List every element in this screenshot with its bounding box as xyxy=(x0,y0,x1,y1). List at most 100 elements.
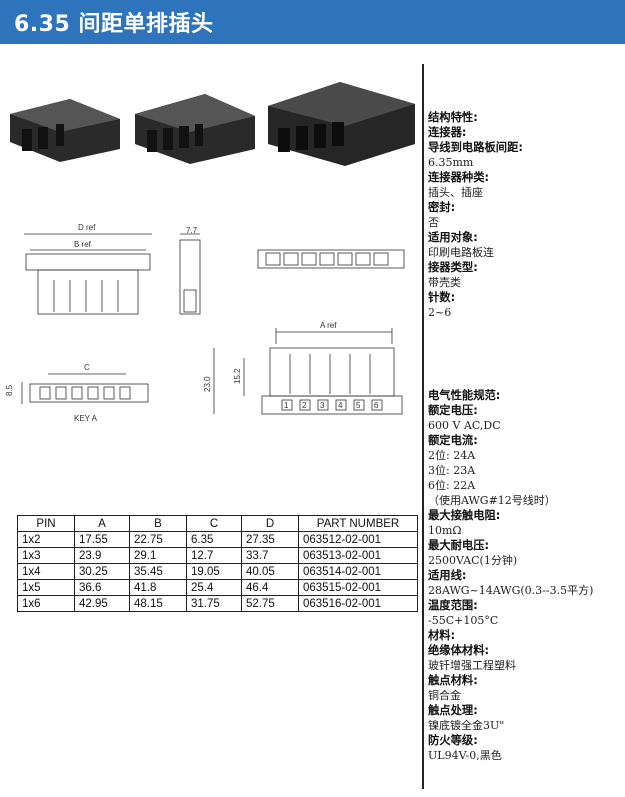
table-row: 1x4 30.25 35.45 19.05 40.05 063514-02-00… xyxy=(17,563,418,580)
spec-label: 适用对象: xyxy=(428,231,478,244)
table-header-row: PIN A B C D PART NUMBER xyxy=(17,515,418,532)
pin-number: 1 xyxy=(284,401,289,410)
spec-value: 3位: 23A xyxy=(428,464,476,477)
dim-230-label: 23.0 xyxy=(203,376,212,392)
col-header-pin: PIN xyxy=(17,515,75,532)
b-ref-label: B ref xyxy=(74,240,92,249)
table-row: 1x6 42.95 48.15 31.75 52.75 063516-02-00… xyxy=(17,595,418,612)
col-header-d: D xyxy=(241,515,299,532)
spec-value: 6位: 22A xyxy=(428,479,476,492)
spec-value: 玻钎增强工程塑料 xyxy=(428,659,516,672)
col-header-b: B xyxy=(129,515,187,532)
spec-label: 触点处理: xyxy=(428,704,478,717)
spec-value: UL94V-0,黑色 xyxy=(428,749,502,762)
main-front-drawing xyxy=(213,328,403,415)
spec-value: 镍底镀全金3U" xyxy=(428,719,505,732)
cell-c: 12.7 xyxy=(186,547,242,564)
cell-pin: 1x5 xyxy=(17,579,75,596)
structural-specs: 结构特性: 连接器: 导线到电路板间距: 6.35mm 连接器种类: 插头、插座… xyxy=(428,110,523,320)
spec-label: 防火等级: xyxy=(428,734,478,747)
pin-number: 4 xyxy=(338,401,343,410)
spec-label: 绝缘体材料: xyxy=(428,644,490,657)
pin-number: 6 xyxy=(374,401,379,410)
cell-part-number: 063515-02-001 xyxy=(298,579,418,596)
cell-b: 22.75 xyxy=(129,531,187,548)
cell-part-number: 063512-02-001 xyxy=(298,531,418,548)
col-header-part-number: PART NUMBER xyxy=(298,515,418,532)
page-title: 6.35 间距单排插头 xyxy=(14,12,214,37)
pin-number: 3 xyxy=(320,401,325,410)
key-a-label: KEY A xyxy=(74,414,98,423)
spec-value: 铜合金 xyxy=(428,689,461,702)
col-header-a: A xyxy=(74,515,130,532)
spec-value: 6.35mm xyxy=(428,156,474,169)
cell-b: 48.15 xyxy=(129,595,187,612)
spec-value: 带壳类 xyxy=(428,276,461,289)
cell-a: 17.55 xyxy=(74,531,130,548)
cell-part-number: 063514-02-001 xyxy=(298,563,418,580)
spec-value: 2500VAC(1分钟) xyxy=(428,554,518,567)
spec-value: 600 V AC,DC xyxy=(428,419,501,432)
cell-c: 31.75 xyxy=(186,595,242,612)
cell-part-number: 063513-02-001 xyxy=(298,547,418,564)
connector-photo-4pin xyxy=(268,82,415,166)
spec-label: 导线到电路板间距: xyxy=(428,141,523,154)
cell-d: 27.35 xyxy=(241,531,299,548)
spec-label: 连接器: xyxy=(428,126,467,139)
spec-value: 2~6 xyxy=(428,306,452,319)
cell-part-number: 063516-02-001 xyxy=(298,595,418,612)
cell-d: 33.7 xyxy=(241,547,299,564)
cell-a: 23.9 xyxy=(74,547,130,564)
cell-d: 52.75 xyxy=(241,595,299,612)
spec-label: 最大耐电压: xyxy=(428,539,490,552)
top-view-drawing xyxy=(257,249,405,269)
spec-value: 10mΩ xyxy=(428,524,462,537)
spec-value: 印刷电路板连 xyxy=(428,246,494,259)
spec-value: 插头、插座 xyxy=(428,186,483,199)
cell-d: 40.05 xyxy=(241,563,299,580)
electrical-specs: 电气性能规范: 额定电压: 600 V AC,DC 额定电流: 2位: 24A … xyxy=(428,388,593,763)
front-view-drawing xyxy=(24,233,152,315)
dim-152-label: 15.2 xyxy=(233,368,242,384)
spec-value: 否 xyxy=(428,216,439,229)
spec-label: 密封: xyxy=(428,201,456,214)
spec-label: 额定电压: xyxy=(428,404,478,417)
connector-photo-2pin xyxy=(10,99,120,162)
cell-pin: 1x2 xyxy=(17,531,75,548)
cell-d: 46.4 xyxy=(241,579,299,596)
cell-a: 36.6 xyxy=(74,579,130,596)
connector-photo-3pin xyxy=(135,94,255,164)
spec-value: 2位: 24A xyxy=(428,449,476,462)
pin-number: 2 xyxy=(302,401,307,410)
cell-c: 19.05 xyxy=(186,563,242,580)
dimension-table: PIN A B C D PART NUMBER 1x2 17.55 22.75 … xyxy=(17,515,418,612)
side-view-drawing xyxy=(179,233,201,315)
cell-b: 29.1 xyxy=(129,547,187,564)
cell-pin: 1x4 xyxy=(17,563,75,580)
pin-number: 5 xyxy=(356,401,361,410)
a-ref-label: A ref xyxy=(320,321,337,330)
d-ref-label: D ref xyxy=(78,223,96,232)
cell-a: 30.25 xyxy=(74,563,130,580)
cell-b: 35.45 xyxy=(129,563,187,580)
column-divider xyxy=(422,64,424,789)
cell-a: 42.95 xyxy=(74,595,130,612)
spec-value: -55C+105°C xyxy=(428,614,499,627)
cell-c: 25.4 xyxy=(186,579,242,596)
spec-label: 材料: xyxy=(428,629,456,642)
cell-b: 41.8 xyxy=(129,579,187,596)
dim-85-label: 8.5 xyxy=(5,384,14,396)
cell-pin: 1x6 xyxy=(17,595,75,612)
bottom-view-drawing xyxy=(21,373,149,404)
dim-77-label: 7.7 xyxy=(186,226,198,235)
spec-label: 温度范围: xyxy=(428,599,478,612)
spec-label: 电气性能规范: xyxy=(428,389,501,402)
spec-value: （使用AWG#12号线时） xyxy=(428,494,556,507)
spec-label: 额定电流: xyxy=(428,434,478,447)
title-banner: 6.35 间距单排插头 xyxy=(0,0,625,44)
spec-label: 适用线: xyxy=(428,569,467,582)
table-row: 1x5 36.6 41.8 25.4 46.4 063515-02-001 xyxy=(17,579,418,596)
spec-label: 针数: xyxy=(428,291,456,304)
spec-label: 接器类型: xyxy=(428,261,478,274)
cell-pin: 1x3 xyxy=(17,547,75,564)
